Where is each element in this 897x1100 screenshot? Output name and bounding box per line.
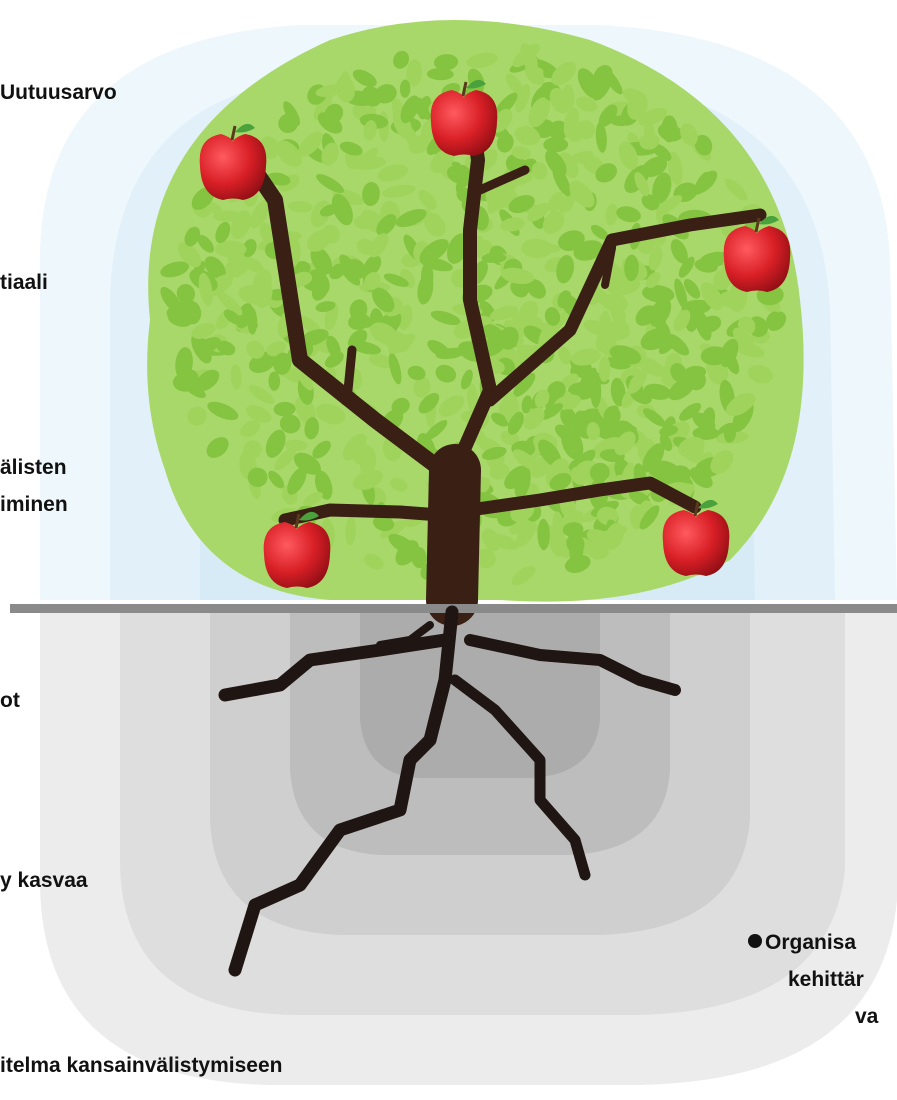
label-kansainvalisten-line2: iminen <box>0 492 68 517</box>
bullet-icon <box>748 934 762 948</box>
label-organisaatio-line3: va <box>855 1004 878 1029</box>
label-kasvaa: y kasvaa <box>0 868 88 893</box>
label-suunnitelma: itelma kansainvälistymiseen <box>0 1053 283 1078</box>
label-potentiaali: tiaali <box>0 270 48 295</box>
label-uutuusarvo: Uutuusarvo <box>0 80 117 105</box>
label-kansainvalisten-line1: älisten <box>0 455 67 480</box>
label-organisaatio-line1: Organisa <box>748 930 856 955</box>
label-juuret: ot <box>0 688 20 713</box>
leaf-shape <box>661 115 677 142</box>
leaf-shape <box>543 137 568 152</box>
label-organisaatio-line2: kehittär <box>788 967 864 992</box>
label-organisaatio-text: Organisa <box>765 931 856 954</box>
